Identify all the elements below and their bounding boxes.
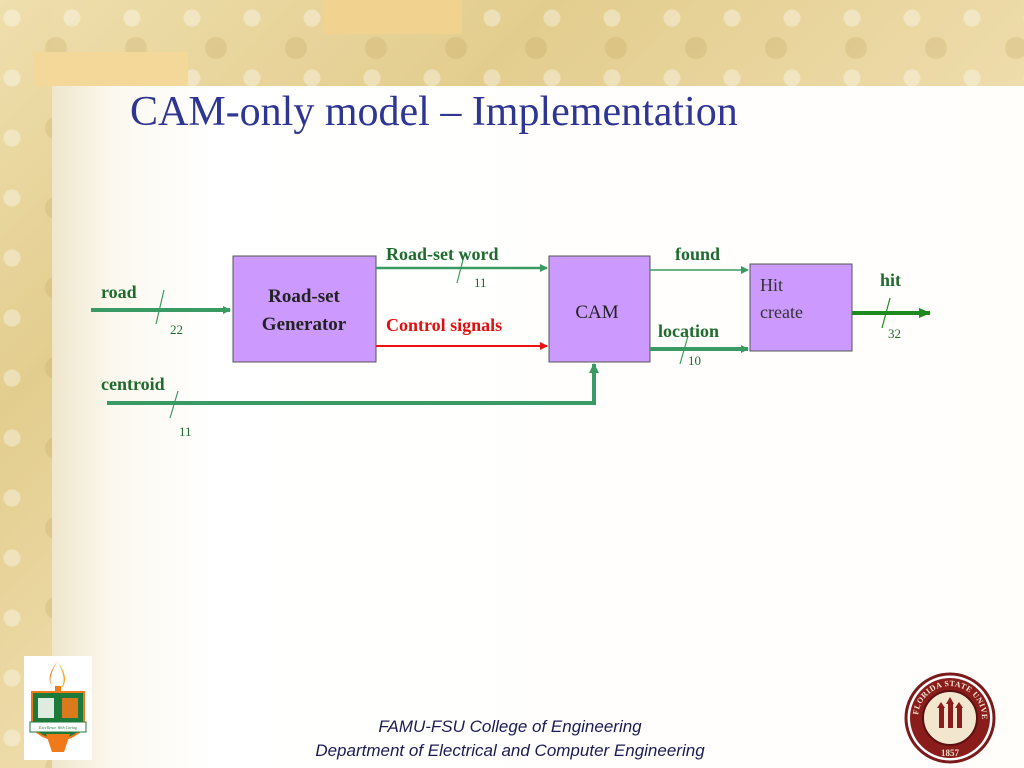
bus-width-slash [456, 251, 466, 284]
location-bus-width: 10 [688, 353, 701, 368]
roadset-word-label: Road-set word [386, 244, 499, 264]
famu-crest-logo: Excellence With Caring [24, 656, 92, 760]
decor-patch [34, 52, 188, 86]
hit-signal-label: hit [880, 270, 901, 290]
footer-department-name: Department of Electrical and Computer En… [315, 741, 705, 760]
hit-create-block [749, 263, 853, 352]
cam-label: CAM [575, 302, 618, 323]
road-bus-width: 22 [170, 322, 183, 337]
bus-width-slash [881, 297, 891, 329]
fsu-seal-year: 1857 [941, 748, 960, 758]
roadset-word-bus-width: 11 [474, 275, 487, 290]
fsu-seal-logo: FLORIDA STATE UNIVERSITY 1857 [901, 665, 996, 764]
location-signal-label: location [658, 321, 719, 341]
bus-width-slash [169, 390, 179, 419]
found-signal-label: found [675, 244, 720, 264]
famu-motto: Excellence With Caring [38, 725, 77, 730]
cam-block [548, 255, 651, 363]
decor-patch [324, 0, 462, 34]
centroid-bus-width: 11 [179, 424, 192, 439]
roadset-generator-block [232, 255, 377, 363]
centroid-signal-line [107, 363, 599, 405]
parchment-left-band [0, 0, 52, 768]
hit-create-label-line2: create [760, 302, 803, 322]
bus-width-slash [679, 335, 689, 365]
bus-width-slash [155, 289, 165, 325]
road-signal-label: road [101, 282, 137, 302]
roadset-generator-label-line1: Road-set [268, 286, 340, 307]
slide-content-area [52, 86, 1024, 768]
control-signals-label: Control signals [386, 315, 502, 335]
footer-college-name: FAMU-FSU College of Engineering [378, 717, 642, 736]
hit-bus-width: 32 [888, 326, 901, 341]
roadset-generator-label-line2: Generator [262, 314, 347, 335]
centroid-signal-label: centroid [101, 374, 165, 394]
hit-create-label-line1: Hit [760, 275, 783, 295]
slide-title: CAM-only model – Implementation [130, 89, 738, 135]
